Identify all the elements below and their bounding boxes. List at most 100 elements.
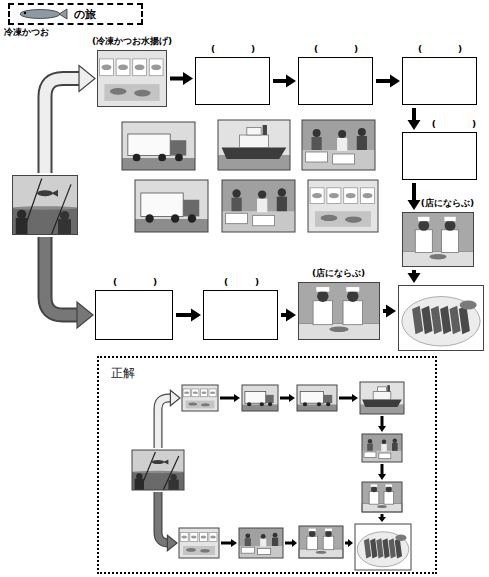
- photo-frame: [98, 51, 167, 107]
- arrow-head: [292, 539, 297, 547]
- photo-frame: [302, 120, 375, 170]
- choice-photo: [135, 180, 208, 232]
- photo-part: [128, 134, 170, 156]
- photo-part: [368, 439, 372, 443]
- photo-part: [188, 214, 196, 222]
- step-label: ( ): [314, 44, 358, 55]
- photo-part: [445, 220, 456, 231]
- photo-frame: [182, 385, 218, 411]
- photo-part: [190, 533, 198, 542]
- arrow-head: [170, 390, 180, 406]
- arrow-shaft: [285, 542, 293, 545]
- photo-part: [309, 529, 316, 532]
- flow-arrow: [408, 183, 421, 210]
- photo-part: [415, 230, 432, 253]
- photo-part: [440, 306, 451, 335]
- photo-part: [188, 402, 197, 405]
- photo-part: [418, 217, 429, 221]
- photo-part: [168, 480, 178, 490]
- photo-part: [338, 130, 346, 138]
- photo-part: [266, 395, 274, 403]
- arrow-head: [231, 539, 237, 547]
- photo-part: [152, 460, 164, 464]
- photo-part: [247, 402, 251, 406]
- step-label: (店にならぶ): [421, 198, 474, 209]
- arrow-head: [167, 535, 177, 551]
- fishing-photo: [12, 175, 78, 235]
- photo-part: [403, 251, 474, 266]
- photo-frame: [135, 180, 208, 232]
- photo-part: [272, 538, 278, 546]
- photo-part: [133, 154, 141, 162]
- flow-arrow-body: [45, 237, 78, 315]
- photo-part: [186, 548, 196, 552]
- photo-part: [200, 389, 207, 397]
- side-label: 冷凍かつお: [4, 27, 49, 38]
- photo-part: [323, 395, 332, 403]
- flow-arrow-outline: [158, 398, 171, 448]
- photo-part: [402, 297, 480, 346]
- arrow-shaft: [412, 108, 416, 121]
- photo-part: [399, 286, 484, 351]
- photo-part: [132, 450, 184, 490]
- photo-part: [403, 213, 474, 267]
- blank-step-box: ( ): [203, 290, 278, 340]
- photo-part: [442, 230, 459, 253]
- photo-part: [201, 536, 207, 539]
- mini-photo: [179, 528, 219, 558]
- photo-part: [357, 136, 367, 150]
- flow-arrow: [176, 309, 201, 322]
- photo-frame: [132, 450, 184, 490]
- photo-part: [232, 189, 240, 197]
- photo-part: [358, 128, 366, 136]
- photo-part: [193, 392, 198, 395]
- choice-photo: [302, 120, 375, 170]
- photo-part: [347, 290, 358, 301]
- photo-part: [245, 533, 250, 538]
- photo-part: [260, 402, 264, 406]
- photo-part: [210, 536, 216, 539]
- photo-step: (店にならぶ): [298, 282, 380, 340]
- photo-part: [135, 479, 144, 490]
- blank-step-box: ( ): [402, 132, 477, 180]
- photo-part: [218, 120, 290, 170]
- title-box: の旅: [8, 3, 143, 25]
- choice-photo: [308, 180, 378, 232]
- arrow-shaft: [221, 542, 232, 545]
- arrow-shaft: [339, 397, 353, 400]
- photo-part: [317, 402, 321, 406]
- photo-part: [136, 473, 142, 479]
- photo-part: [459, 306, 470, 335]
- blank-step-box: ( ): [95, 290, 173, 340]
- photo-part: [132, 472, 184, 490]
- photo-part: [242, 385, 278, 411]
- photo-part: [327, 188, 341, 204]
- photo-frame: [399, 286, 484, 351]
- step-label: (店にならぶ): [312, 268, 365, 279]
- photo-part: [258, 190, 266, 198]
- photo-frame: [13, 176, 78, 235]
- answer-heading: 正解: [111, 366, 135, 380]
- photo-part: [183, 546, 215, 555]
- photo-part: [367, 444, 373, 451]
- flow-arrow: [408, 108, 421, 130]
- arrow-head: [191, 309, 201, 322]
- fish-icon: [16, 7, 68, 21]
- photo-part: [386, 486, 392, 492]
- photo-part: [134, 90, 151, 97]
- photo-part: [371, 484, 377, 486]
- photo-frame: [222, 180, 295, 232]
- fish-tail: [59, 9, 67, 19]
- photo-frame: [299, 283, 380, 340]
- photo-part: [37, 190, 53, 196]
- arrow-head: [348, 539, 353, 547]
- photo-part: [17, 210, 26, 219]
- photo-part: [180, 533, 188, 542]
- photo-part: [179, 528, 219, 558]
- title-text: の旅: [74, 7, 96, 22]
- photo-frame: [362, 482, 402, 512]
- flow-arrow: [376, 75, 400, 88]
- photo-part: [337, 138, 347, 151]
- fish-eye: [24, 12, 26, 14]
- photo-part: [58, 219, 71, 234]
